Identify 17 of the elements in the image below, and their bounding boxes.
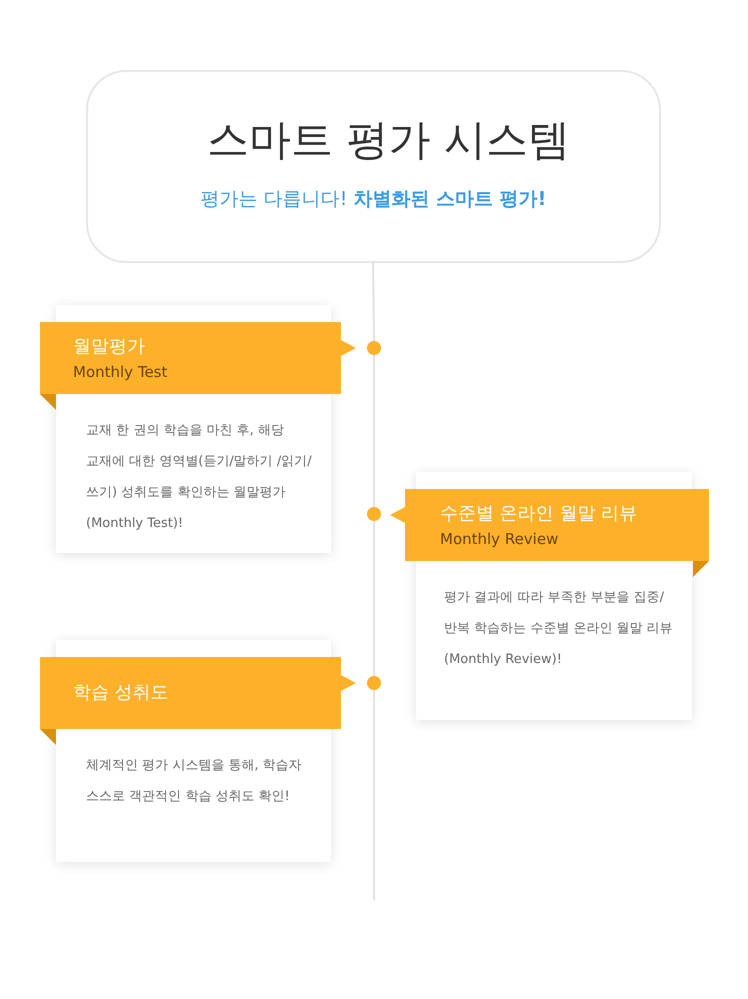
card-subheading: Monthly Test [73,362,168,382]
ribbon-banner [40,322,356,410]
card-heading: 수준별 온라인 월말 리뷰 [440,503,638,525]
timeline-dot [367,676,381,690]
card-heading: 월말평가 [73,336,145,358]
title-box [86,70,661,263]
ribbon-banner [40,657,356,745]
title: 스마트 평가 시스템 [206,114,571,166]
card-heading: 학습 성취도 [73,682,169,704]
card-text: 교재 한 권의 학습을 마친 후, 해당 교재에 대한 영역별(듣기/말하기 /읽기/쓰기) 성취도를 확인하는 월말평가(Monthly Test)! [86,422,313,533]
card-text: 평가 결과에 따라 부족한 부분을 집중/반복 학습하는 수준별 온라인 월말 리뷰 (Monthly Review)! [444,589,674,669]
card-text: 체계적인 평가 시스템을 통해, 학습자 스스로 객관적인 학습 성취도 확인! [86,757,303,806]
timeline-dot [367,341,381,355]
subtitle: 평가는 다릅니다! 차별화된 스마트 평가! [200,187,548,212]
ribbon-banner [390,489,709,577]
timeline-dot [367,507,381,521]
card-subheading: Monthly Review [440,529,558,549]
